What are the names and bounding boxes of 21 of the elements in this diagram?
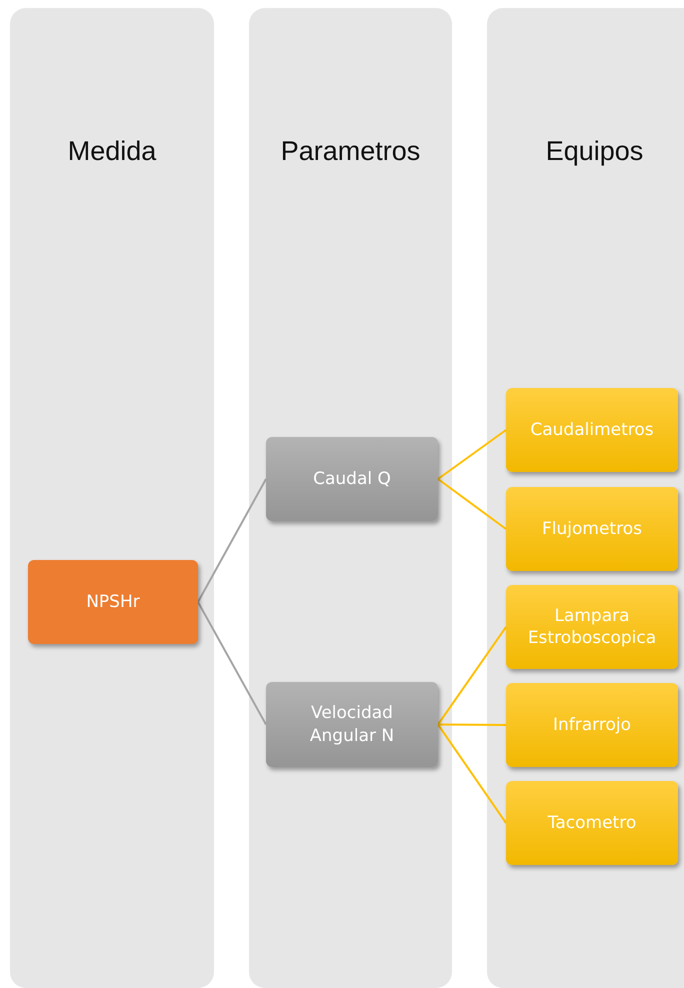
column-panel	[487, 8, 684, 988]
column-panel	[249, 8, 452, 988]
connector-line	[437, 626, 507, 726]
process-box: NPSHr	[28, 560, 198, 644]
connector-line	[197, 478, 267, 602]
process-box: Tacometro	[506, 781, 678, 865]
connector-line	[197, 602, 267, 725]
column-panel	[10, 8, 214, 988]
connector-line	[437, 478, 507, 530]
connector-line	[438, 724, 506, 726]
process-box: Caudalimetros	[506, 388, 678, 472]
process-box: Infrarrojo	[506, 683, 678, 767]
connector-line	[437, 724, 507, 824]
process-box: Velocidad Angular N	[266, 682, 438, 767]
column-heading: Medida	[66, 136, 158, 167]
process-box: Lampara Estroboscopica	[506, 585, 678, 669]
connector-line	[437, 429, 507, 480]
process-box: Flujometros	[506, 487, 678, 571]
column-heading: Equipos	[544, 136, 644, 167]
process-box: Caudal Q	[266, 437, 438, 521]
column-heading: Parametros	[280, 136, 422, 167]
